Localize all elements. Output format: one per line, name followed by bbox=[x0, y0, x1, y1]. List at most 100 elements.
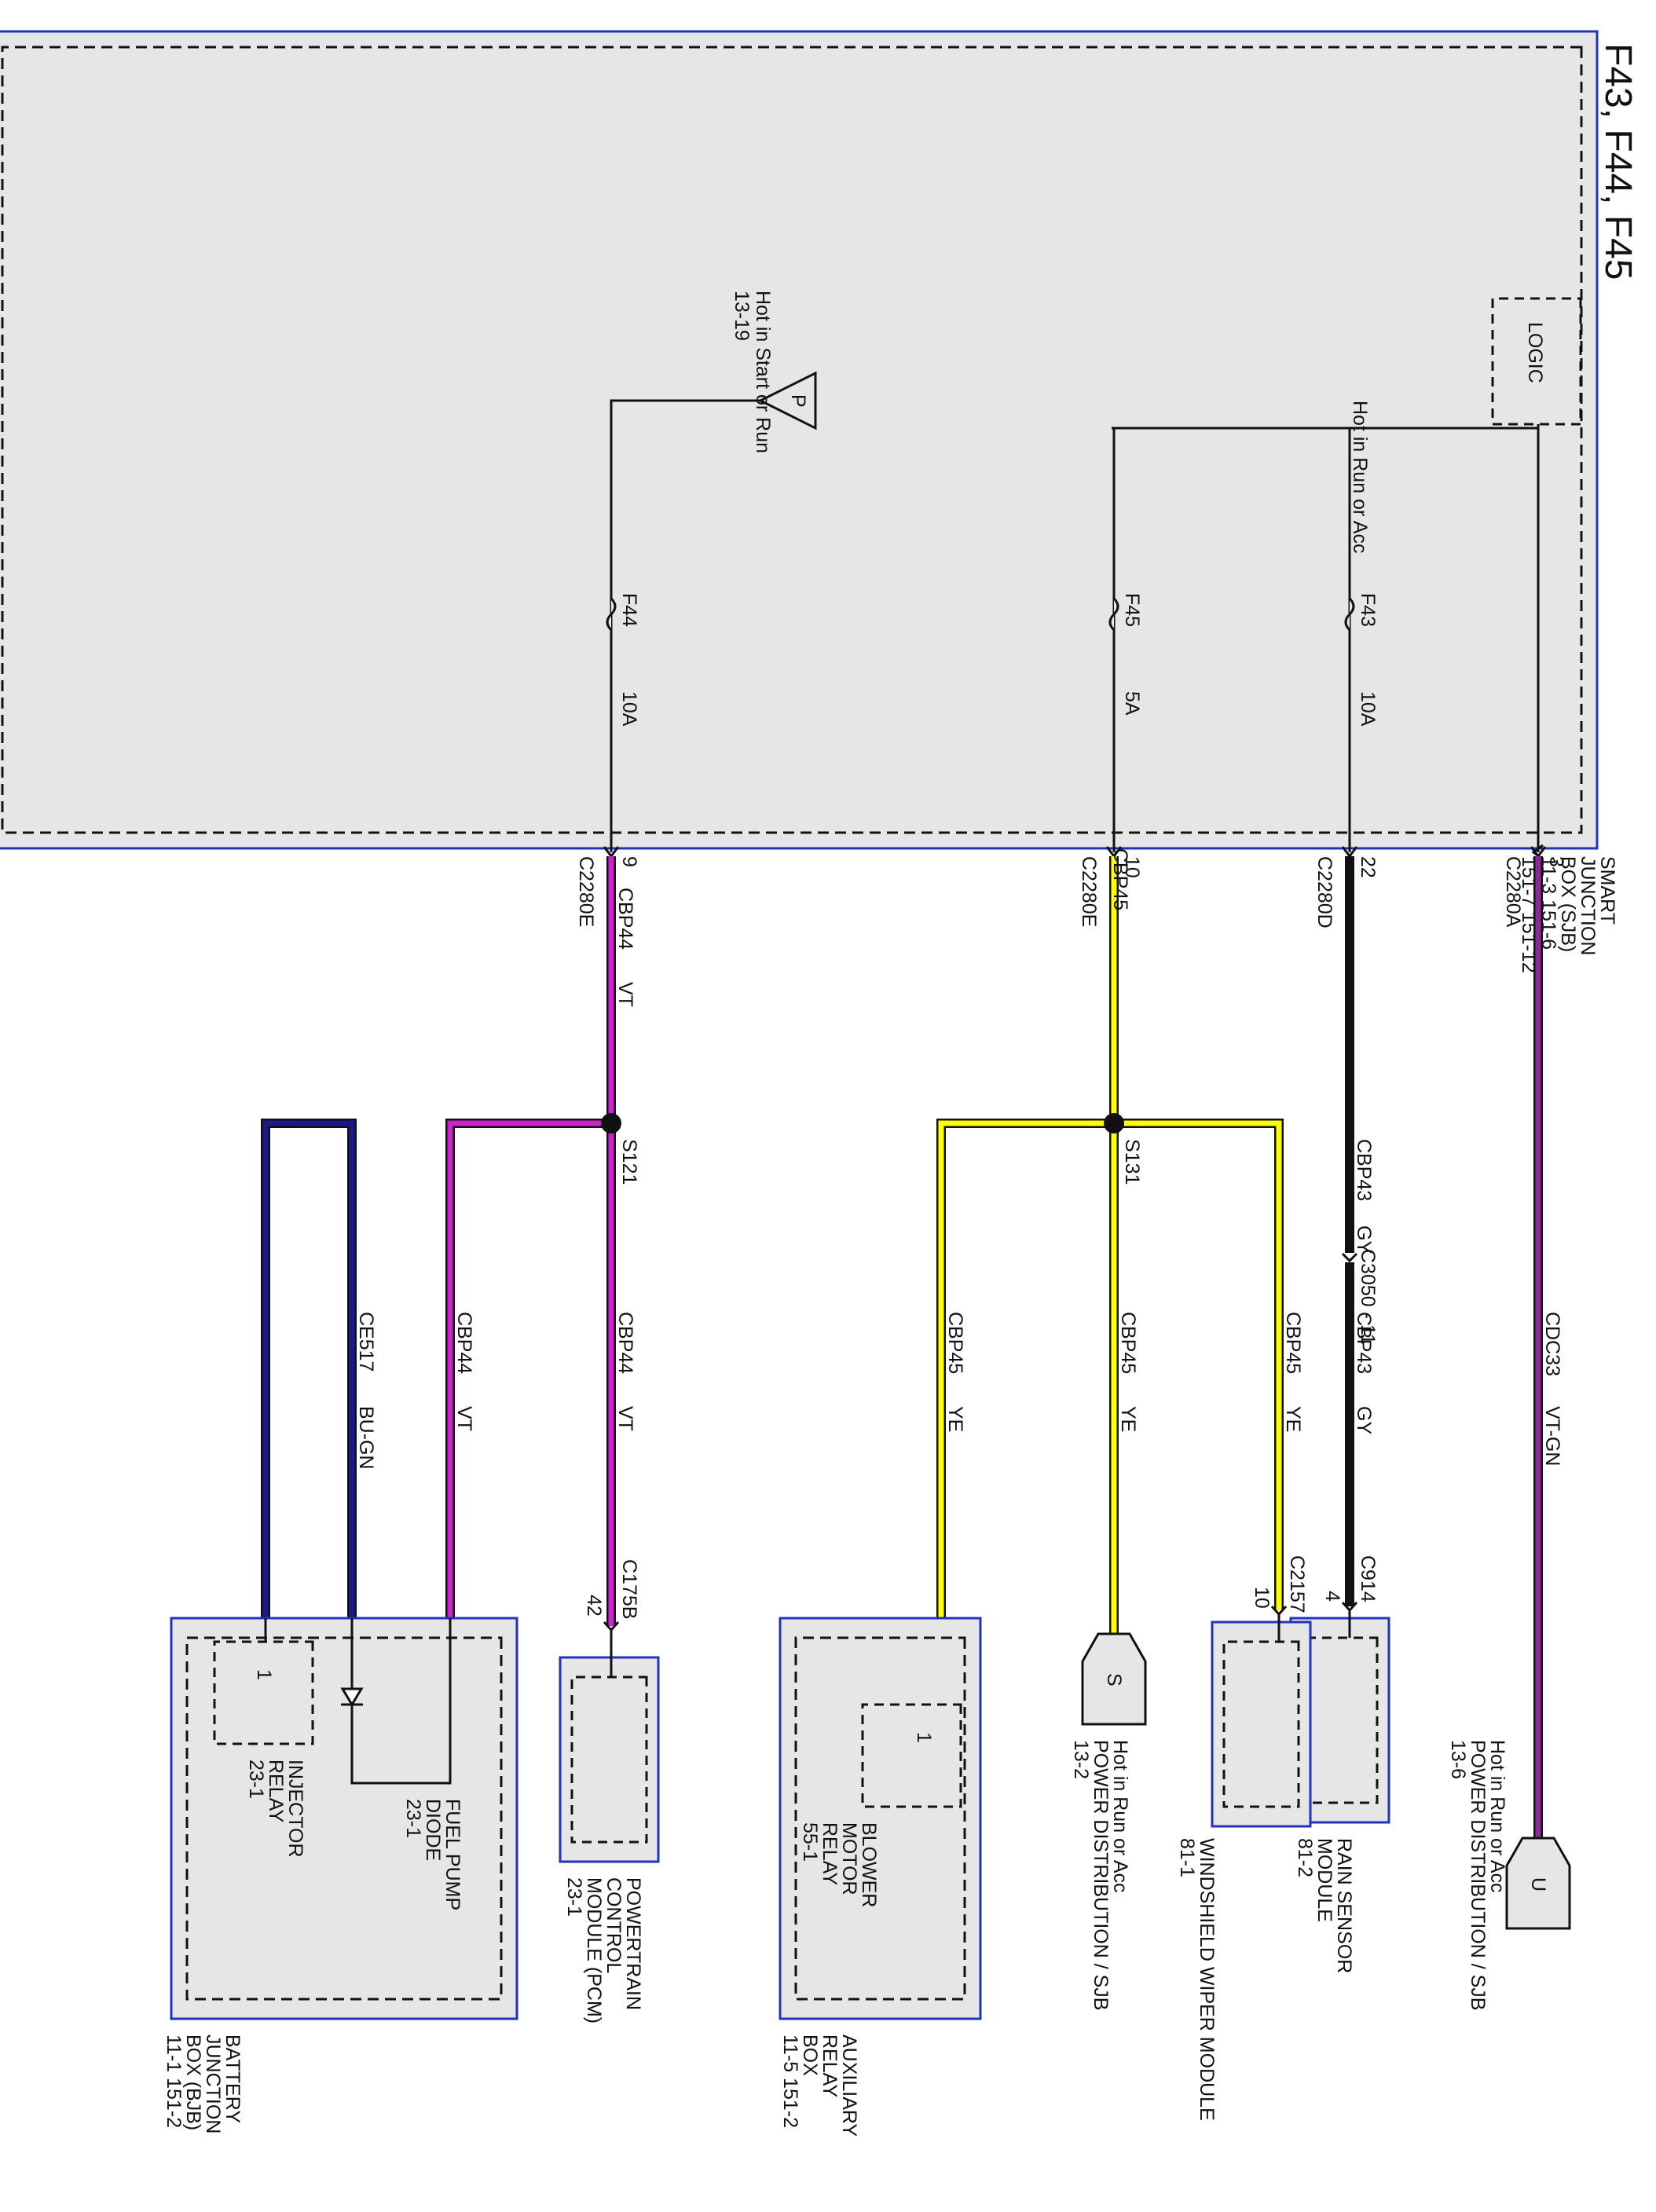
injector-relay-pin: 1 bbox=[253, 1669, 275, 1680]
connector-c2280d-pin: 22 bbox=[1357, 856, 1379, 878]
bjb-box-inner bbox=[185, 1636, 503, 2001]
circuit-cbp44b-id: CBP44 bbox=[614, 1312, 636, 1374]
offpage-s-line1: Hot in Run or Acc bbox=[1109, 1740, 1131, 1893]
offpage-u-line3: 13-6 bbox=[1447, 1740, 1469, 1779]
fp-diode-line1: FUEL PUMP bbox=[441, 1799, 463, 1910]
splice-s121 bbox=[601, 1113, 621, 1133]
connector-c2280e-9: C2280E bbox=[575, 856, 597, 927]
pcm-line2: CONTROL bbox=[603, 1877, 625, 1973]
offpage-u-line1: Hot in Run or Acc bbox=[1486, 1740, 1508, 1893]
injector-line3: 23-1 bbox=[245, 1760, 267, 1799]
splice-s131-label: S131 bbox=[1121, 1139, 1143, 1185]
connector-c175b-pin: 42 bbox=[583, 1595, 605, 1617]
logic-label: LOGIC bbox=[1524, 322, 1546, 383]
connector-c914-pin: 4 bbox=[1321, 1591, 1343, 1602]
circuit-ce517-color: BU-GN bbox=[355, 1406, 377, 1470]
circuit-cbp44a-color: VT bbox=[614, 982, 636, 1007]
blower-relay-pin: 1 bbox=[913, 1732, 935, 1743]
wiper-module-line2: 81-1 bbox=[1176, 1838, 1198, 1877]
aux-relay-line1: AUXILIARY bbox=[838, 2034, 860, 2137]
bjb-line2: JUNCTION bbox=[202, 2034, 224, 2133]
pcm-line3: MODULE (PCM) bbox=[583, 1877, 605, 2023]
rain-sensor-line3: 81-2 bbox=[1294, 1838, 1316, 1877]
offpage-flag-s bbox=[1081, 1632, 1147, 1726]
connector-c2280e-10-pin: 10 bbox=[1121, 856, 1143, 878]
offpage-u-line2: POWER DISTRIBUTION / SJB bbox=[1467, 1740, 1489, 2010]
circuit-cbp43a-color: GY bbox=[1353, 1225, 1375, 1254]
fuel-pump-diode-symbol bbox=[340, 1687, 364, 1707]
bjb-line3: BOX (BJB) bbox=[182, 2034, 204, 2130]
wire-ce517 bbox=[262, 1120, 355, 1618]
hot-start-run-label: Hot in Start or Run bbox=[752, 291, 774, 453]
blower-line2: MOTOR bbox=[838, 1822, 860, 1895]
splice-s121-label: S121 bbox=[618, 1139, 640, 1185]
offpage-flag-p-label: P bbox=[787, 394, 809, 408]
circuit-cbp45b-color: YE bbox=[1282, 1406, 1304, 1432]
circuit-cdc33-color: VT-GN bbox=[1541, 1406, 1563, 1466]
circuit-ce517-id: CE517 bbox=[355, 1312, 377, 1372]
circuit-cbp44c-id: CBP44 bbox=[453, 1312, 475, 1374]
aux-relay-line4: 11-5 151-2 bbox=[779, 2034, 801, 2128]
connector-c2157: C2157 bbox=[1286, 1555, 1308, 1613]
wiper-module-inner bbox=[1222, 1640, 1300, 1808]
fuse-f44-name: F44 bbox=[618, 593, 640, 627]
offpage-flag-u-label: U bbox=[1527, 1877, 1549, 1892]
circuit-cbp43b-id: CBP43 bbox=[1353, 1312, 1375, 1374]
wire-cbp45d-outline bbox=[936, 1119, 1114, 1618]
pcm-line1: POWERTRAIN bbox=[622, 1877, 644, 2010]
injector-line2: RELAY bbox=[265, 1760, 287, 1822]
wiper-module-line1: WINDSHIELD WIPER MODULE bbox=[1196, 1838, 1218, 2121]
blower-line4: 55-1 bbox=[799, 1822, 821, 1862]
splice-s131 bbox=[1104, 1113, 1124, 1133]
fuse-f43-symbol bbox=[1344, 597, 1355, 632]
blower-line3: RELAY bbox=[819, 1822, 841, 1885]
bjb-line4: 11-1 151-2 bbox=[163, 2034, 185, 2128]
fuse-f45-name: F45 bbox=[1121, 593, 1143, 627]
circuit-cbp45a-id: CBP45 bbox=[1109, 848, 1131, 910]
logic-block bbox=[1491, 297, 1582, 426]
connector-c2280e-9-pin: 9 bbox=[618, 856, 640, 867]
wire-cbp44c bbox=[447, 1120, 611, 1618]
pcm-box-inner bbox=[570, 1675, 648, 1844]
fuse-f44-symbol bbox=[606, 597, 617, 632]
wire-ce517-outline bbox=[261, 1119, 357, 1618]
offpage-s-line3: 13-2 bbox=[1070, 1740, 1092, 1779]
sjb-name3: BOX (SJB) bbox=[1557, 856, 1579, 952]
wire-cbp45d bbox=[938, 1120, 1114, 1618]
offpage-flag-u bbox=[1505, 1837, 1571, 1930]
rain-sensor-line2: MODULE bbox=[1313, 1838, 1335, 1922]
circuit-cbp45b-id: CBP45 bbox=[1282, 1312, 1304, 1374]
circuit-cbp43a-id: CBP43 bbox=[1353, 1139, 1375, 1201]
offpage-s-line2: POWER DISTRIBUTION / SJB bbox=[1090, 1740, 1112, 2010]
injector-relay-pin-box bbox=[213, 1640, 314, 1745]
connector-c2280a-pin: 3 bbox=[1545, 856, 1567, 867]
fuse-f45-rating: 5A bbox=[1121, 691, 1143, 716]
sjb-box bbox=[0, 30, 1599, 850]
connector-c2280a: C2280A bbox=[1502, 856, 1524, 928]
bjb-line1: BATTERY bbox=[222, 2034, 244, 2123]
hot-start-run-ref: 13-19 bbox=[731, 291, 753, 341]
bjb-box bbox=[170, 1617, 518, 2020]
connector-c175b: C175B bbox=[618, 1559, 640, 1619]
c3050-arrow bbox=[1341, 1252, 1358, 1263]
injector-line1: INJECTOR bbox=[284, 1760, 306, 1858]
circuit-cbp44c-color: VT bbox=[453, 1406, 475, 1431]
pcm-line4: 23-1 bbox=[563, 1877, 585, 1917]
blower-relay-pin-box bbox=[861, 1703, 962, 1808]
wiper-module-box bbox=[1211, 1621, 1312, 1828]
wire-cbp45b bbox=[1114, 1120, 1282, 1610]
circuit-cbp44b-color: VT bbox=[614, 1406, 636, 1431]
connector-c914: C914 bbox=[1357, 1555, 1379, 1602]
aux-relay-box-inner bbox=[794, 1636, 966, 2001]
sjb-name2: JUNCTION bbox=[1577, 856, 1599, 955]
connector-c2280e-10: C2280E bbox=[1078, 856, 1100, 927]
fuse-f43-rating: 10A bbox=[1357, 691, 1379, 727]
circuit-cbp44a-id: CBP44 bbox=[614, 888, 636, 950]
fuse-f44-rating: 10A bbox=[618, 691, 640, 727]
connector-c2157-pin: 10 bbox=[1251, 1587, 1273, 1609]
connector-c3050: C3050 - 11 bbox=[1357, 1249, 1379, 1345]
offpage-flag-p bbox=[757, 371, 817, 430]
fuse-f43-name: F43 bbox=[1357, 593, 1379, 627]
